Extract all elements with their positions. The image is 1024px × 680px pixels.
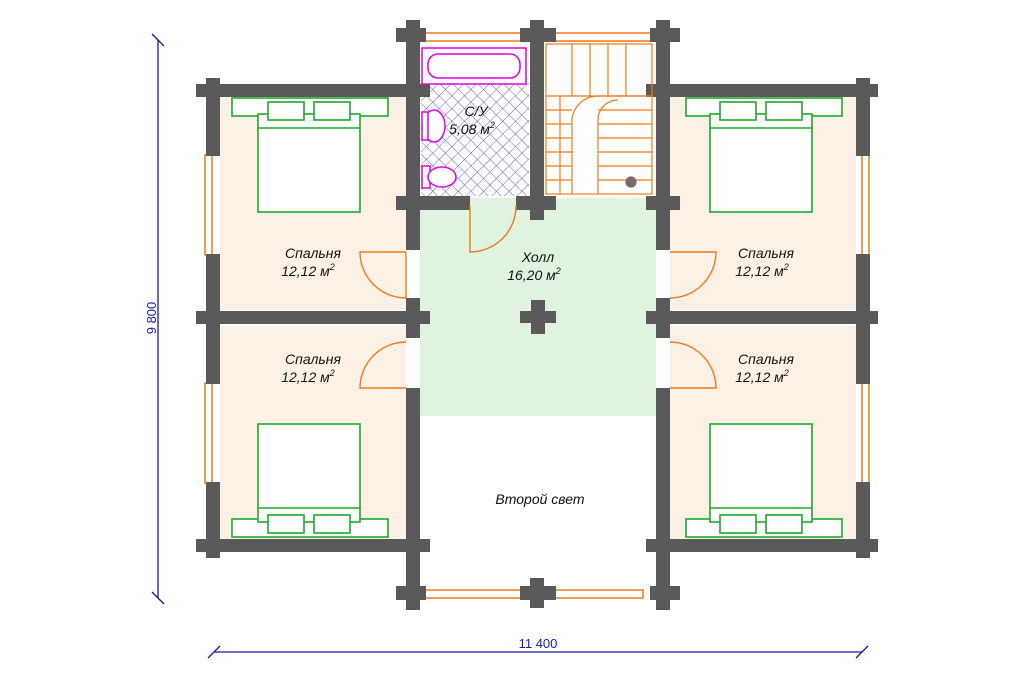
wall-end <box>396 539 430 552</box>
doors <box>359 205 717 389</box>
door-bathroom <box>469 205 517 253</box>
wall-end <box>868 311 878 324</box>
room-area: 12,12 м2 <box>281 262 335 279</box>
wall-end <box>868 539 878 552</box>
room-label-bedroom-tr: Спальня 12,12 м2 <box>735 245 794 279</box>
door-bedroom-tr <box>669 251 717 299</box>
wall-end <box>868 84 878 97</box>
staircase <box>545 43 653 195</box>
wall <box>206 482 220 558</box>
bed-icon <box>231 97 389 213</box>
walls <box>196 20 878 610</box>
room-name: Спальня <box>285 351 341 367</box>
window-left-2 <box>204 382 213 484</box>
room-name: Спальня <box>738 245 794 261</box>
wall <box>856 78 870 156</box>
wall-end <box>646 539 680 552</box>
wall <box>656 388 670 610</box>
second-light-label: Второй свет <box>495 491 585 507</box>
wall <box>656 20 670 250</box>
wall <box>396 586 426 600</box>
wall <box>650 586 680 600</box>
wall <box>206 78 220 156</box>
wall <box>396 196 470 210</box>
wall <box>530 20 544 220</box>
wall-end <box>396 84 430 97</box>
room-area: 16,20 м2 <box>507 266 561 283</box>
wall <box>516 196 556 210</box>
door-bedroom-bl <box>359 341 407 389</box>
wall <box>652 539 878 552</box>
wall <box>646 196 680 210</box>
beds <box>231 97 843 538</box>
room-area: 12,12 м2 <box>281 368 335 385</box>
hall-post <box>531 300 545 334</box>
wall <box>652 311 878 324</box>
room-name: С/У <box>465 103 490 119</box>
window-right-2 <box>861 382 870 484</box>
wall <box>650 28 680 42</box>
wall <box>206 254 220 384</box>
room-label-bedroom-bl: Спальня 12,12 м2 <box>281 351 341 385</box>
room-label-bathroom: С/У 5,08 м2 <box>449 103 495 137</box>
wall <box>406 388 420 610</box>
wall-end <box>196 539 206 552</box>
window-bottom-2 <box>552 589 644 599</box>
wall <box>196 84 424 97</box>
bed-icon <box>685 423 843 538</box>
wall <box>196 311 424 324</box>
windows <box>204 32 870 599</box>
window-bottom-1 <box>424 589 526 599</box>
bathroom-fixtures <box>421 47 527 189</box>
room-name: Холл <box>521 249 554 265</box>
bed-icon <box>231 423 389 538</box>
window-top-stair <box>552 32 652 42</box>
wall-end <box>196 311 206 324</box>
wall <box>396 28 426 42</box>
room-area: 12,12 м2 <box>735 262 789 279</box>
window-top-left-bath <box>424 32 524 42</box>
room-name: Спальня <box>285 245 341 261</box>
wall <box>196 539 424 552</box>
wall <box>856 254 870 384</box>
width-dimension-label: 11 400 <box>519 636 558 651</box>
wall <box>406 20 420 250</box>
wall <box>856 482 870 558</box>
height-dimension-label: 9 800 <box>144 302 159 335</box>
wall-end <box>196 84 206 97</box>
room-label-bedroom-br: Спальня 12,12 м2 <box>735 351 794 385</box>
wall-end <box>646 311 680 324</box>
room-label-hall: Холл 16,20 м2 <box>507 249 561 283</box>
window-right-1 <box>861 154 870 256</box>
room-label-bedroom-tl: Спальня 12,12 м2 <box>281 245 341 279</box>
dimension-lines <box>151 33 869 659</box>
room-area: 5,08 м2 <box>449 120 495 137</box>
wall <box>530 578 544 608</box>
window-left-1 <box>204 154 213 256</box>
wall <box>652 84 878 97</box>
wall-end <box>396 311 430 324</box>
bed-icon <box>685 97 843 213</box>
door-bedroom-tl <box>359 251 407 299</box>
door-bedroom-br <box>669 341 717 389</box>
room-name: Спальня <box>738 351 794 367</box>
room-area: 12,12 м2 <box>735 368 789 385</box>
wall-end <box>646 84 680 97</box>
